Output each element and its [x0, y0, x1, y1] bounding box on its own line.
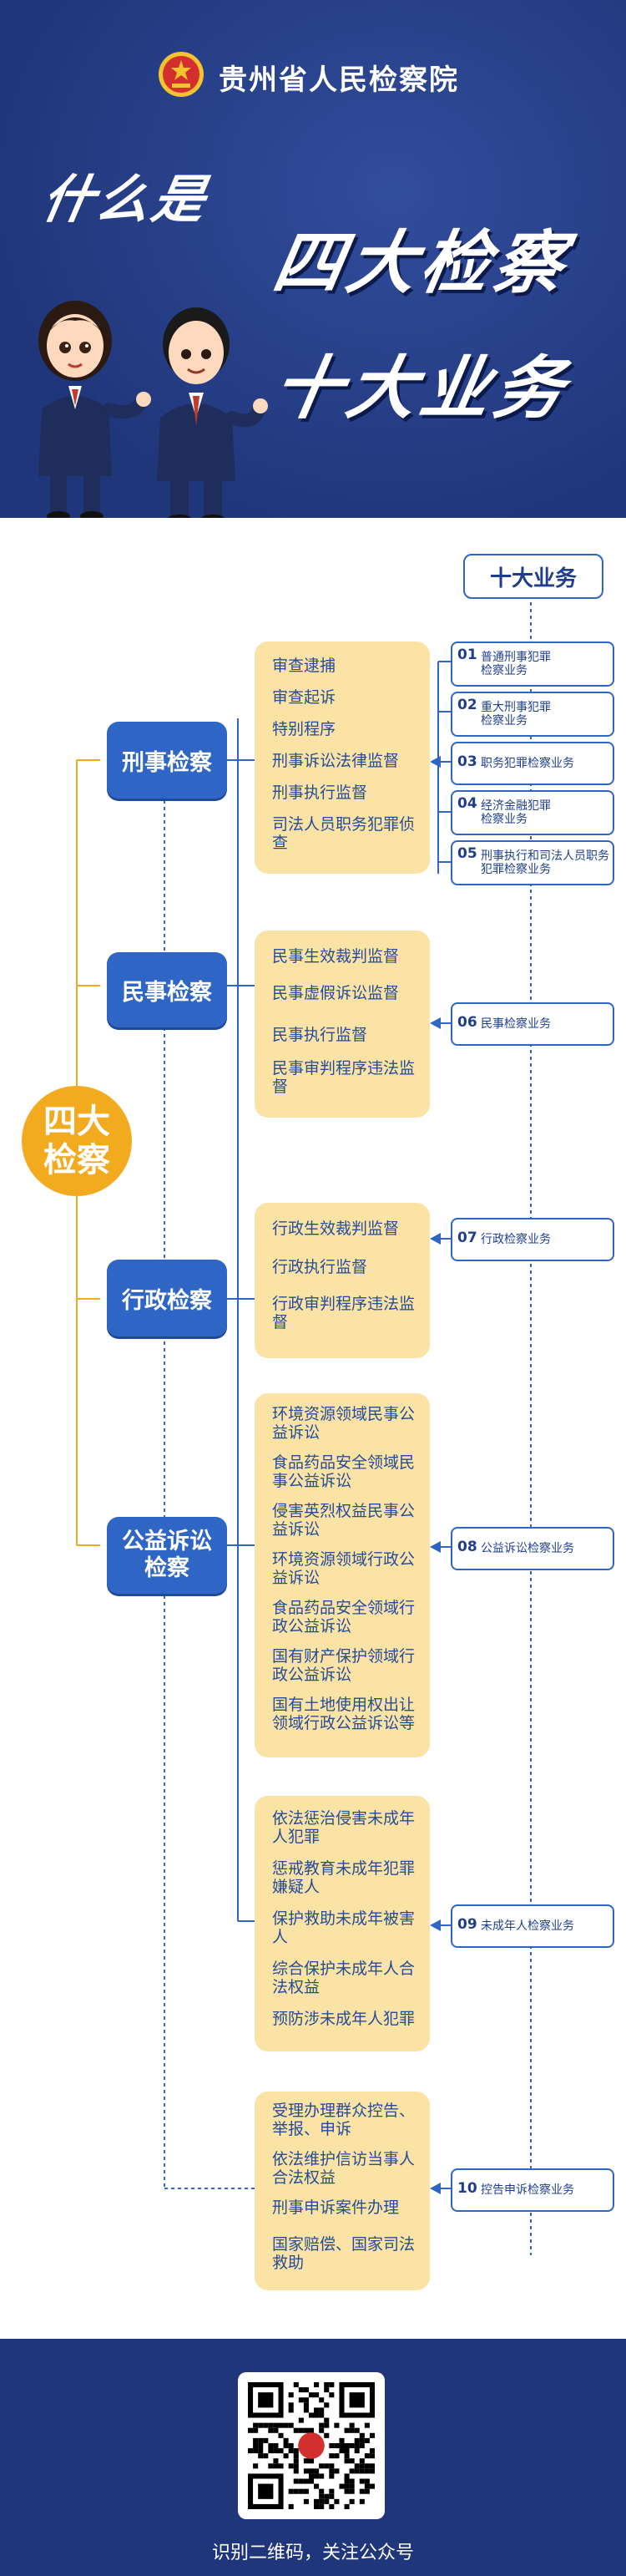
- qr-code-card[interactable]: [238, 2372, 385, 2519]
- root-label: 四大检察: [43, 1103, 110, 1179]
- list-item: 刑事执行监督: [272, 783, 368, 802]
- category-label: 民事检察: [122, 979, 212, 1006]
- list-item: 受理办理群众控告、举报、申诉: [272, 2102, 416, 2138]
- business-label: 未成年人检察业务: [481, 1919, 574, 1933]
- four-procuratorial-root: 四大检察: [22, 1086, 132, 1196]
- card-public-interest: [255, 1393, 430, 1757]
- list-item: 民事执行监督: [272, 1026, 368, 1044]
- list-item: 行政执行监督: [272, 1258, 368, 1276]
- business-number: 04: [457, 795, 477, 812]
- ten-businesses-title: 十大业务: [463, 554, 603, 599]
- list-item: 民事生效裁判监督: [272, 947, 400, 966]
- list-item: 综合保护未成年人合法权益: [272, 1960, 416, 1996]
- list-item: 侵害英烈权益民事公益诉讼: [272, 1502, 416, 1539]
- list-item: 民事虚假诉讼监督: [272, 984, 400, 1002]
- list-item: 食品药品安全领域行政公益诉讼: [272, 1599, 416, 1635]
- business-item-02: 02 重大刑事犯罪检察业务: [451, 692, 614, 737]
- business-item-05: 05 刑事执行和司法人员职务犯罪检察业务: [451, 840, 614, 885]
- list-item: 环境资源领域民事公益诉讼: [272, 1405, 416, 1442]
- footer: 识别二维码，关注公众号: [0, 2339, 626, 2576]
- qr-caption: 识别二维码，关注公众号: [211, 2543, 414, 2563]
- list-item: 刑事诉讼法律监督: [272, 752, 400, 770]
- business-number: 02: [457, 697, 477, 713]
- list-item: 保护救助未成年被害人: [272, 1909, 416, 1946]
- business-label: 行政检察业务: [481, 1233, 551, 1246]
- business-number: 01: [457, 647, 477, 663]
- business-item-03: 03 职务犯罪检察业务: [451, 742, 614, 785]
- business-number: 05: [457, 845, 477, 862]
- card-criminal: [255, 641, 430, 874]
- list-item: 行政生效裁判监督: [272, 1220, 400, 1238]
- list-item: 食品药品安全领域民事公益诉讼: [272, 1453, 416, 1490]
- business-label: 刑事执行和司法人员职务犯罪检察业务: [481, 849, 609, 876]
- business-number: 06: [457, 1014, 477, 1031]
- business-number: 09: [457, 1916, 477, 1933]
- business-item-08: 08 公益诉讼检察业务: [451, 1527, 614, 1570]
- card-minors: [255, 1796, 430, 2051]
- category-label: 刑事检察: [122, 749, 212, 776]
- list-item: 依法惩治侵害未成年人犯罪: [272, 1809, 416, 1846]
- category-public-interest: 公益诉讼检察: [107, 1517, 227, 1594]
- list-item: 司法人员职务犯罪侦查: [272, 815, 416, 852]
- business-label: 经济金融犯罪检察业务: [481, 799, 551, 826]
- prosecutor-cartoon-figures: [38, 301, 268, 518]
- business-number: 03: [457, 753, 477, 770]
- business-item-07: 07 行政检察业务: [451, 1218, 614, 1261]
- business-item-09: 09 未成年人检察业务: [451, 1904, 614, 1948]
- list-item: 刑事申诉案件办理: [272, 2198, 400, 2217]
- list-item: 环境资源领域行政公益诉讼: [272, 1550, 416, 1587]
- category-label: 公益诉讼检察: [122, 1529, 212, 1581]
- list-item: 特别程序: [272, 720, 336, 738]
- card-administrative: [255, 1203, 430, 1358]
- business-item-06: 06 民事检察业务: [451, 1002, 614, 1046]
- business-label: 普通刑事犯罪检察业务: [481, 651, 551, 677]
- category-administrative: 行政检察: [107, 1260, 227, 1336]
- business-label: 公益诉讼检察业务: [481, 1542, 574, 1555]
- category-criminal: 刑事检察: [107, 722, 227, 799]
- list-item: 惩戒教育未成年犯罪嫌疑人: [272, 1859, 416, 1896]
- list-item: 行政审判程序违法监督: [272, 1295, 416, 1331]
- qr-code-icon[interactable]: [248, 2382, 375, 2509]
- card-civil: [255, 931, 430, 1118]
- category-civil: 民事检察: [107, 952, 227, 1027]
- org-name: 贵州省人民检察院: [219, 63, 459, 97]
- business-item-04: 04 经济金融犯罪检察业务: [451, 790, 614, 835]
- list-item: 民事审判程序违法监督: [272, 1059, 416, 1096]
- business-label: 控告申诉检察业务: [481, 2183, 574, 2197]
- header-banner: 贵州省人民检察院 什么是 四大检察 十大业务: [0, 0, 626, 518]
- list-item: 国有土地使用权出让领域行政公益诉讼等: [272, 1696, 416, 1732]
- business-number: 10: [457, 2180, 477, 2197]
- list-item: 国家赔偿、国家司法救助: [272, 2235, 416, 2272]
- list-item: 审查起诉: [272, 688, 336, 707]
- card-complaints: [255, 2092, 430, 2290]
- list-item: 国有财产保护领域行政公益诉讼: [272, 1647, 416, 1684]
- business-label: 职务犯罪检察业务: [481, 757, 574, 770]
- list-item: 依法维护信访当事人合法权益: [272, 2150, 416, 2187]
- business-item-01: 01 普通刑事犯罪检察业务: [451, 641, 614, 687]
- business-number: 07: [457, 1230, 477, 1246]
- category-label: 行政检察: [122, 1287, 212, 1314]
- business-item-10: 10 控告申诉检察业务: [451, 2168, 614, 2212]
- list-item: 预防涉未成年人犯罪: [272, 2010, 416, 2028]
- business-label: 民事检察业务: [481, 1017, 551, 1031]
- business-label: 重大刑事犯罪检察业务: [481, 701, 551, 728]
- business-number: 08: [457, 1539, 477, 1555]
- procuratorate-emblem-icon: [159, 52, 204, 97]
- list-item: 审查逮捕: [272, 657, 336, 675]
